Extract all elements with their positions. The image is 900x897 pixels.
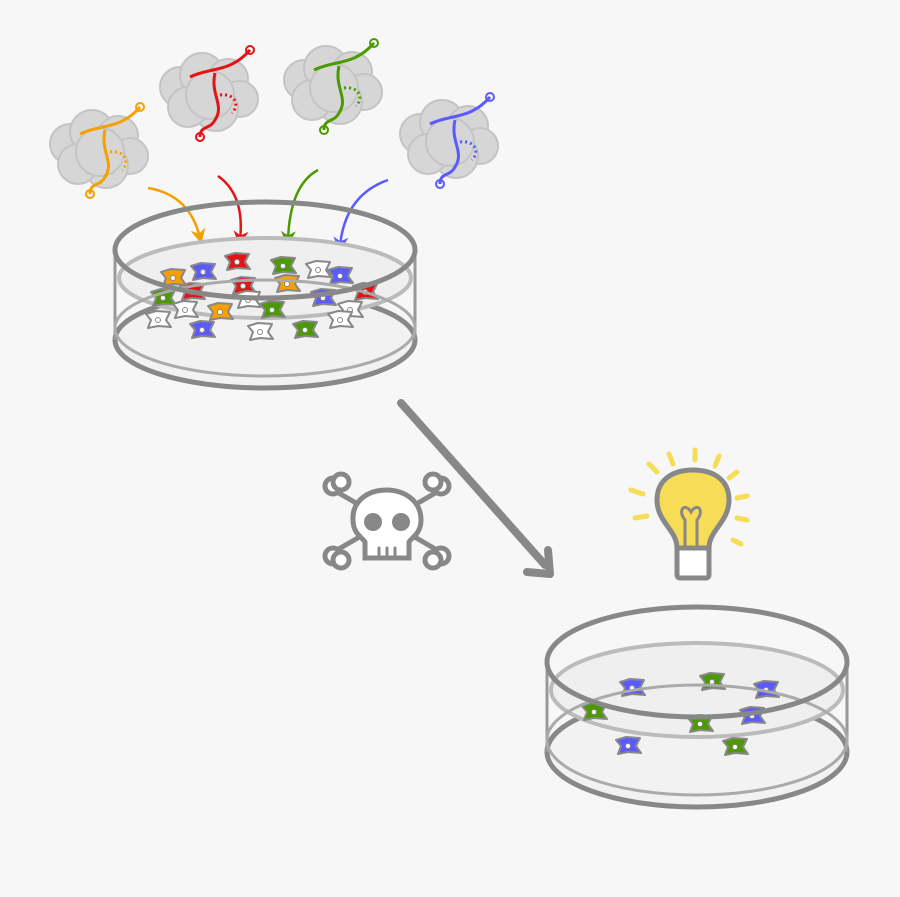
cell: [259, 300, 286, 319]
red-virus-icon: [159, 45, 259, 142]
infection-arrows: [147, 168, 389, 252]
rna-loop: [109, 150, 128, 172]
dead-cell: [145, 310, 172, 329]
orange-virus-icon: [49, 102, 149, 199]
rna-strand: [189, 49, 252, 79]
dish-medium: [549, 641, 845, 739]
rna-strand: [322, 65, 345, 131]
rna-loop: [219, 93, 238, 115]
green-virus-icon: [283, 38, 383, 135]
dead-cell: [172, 300, 199, 319]
dish-rim: [545, 683, 849, 797]
rna-strand: [313, 42, 376, 72]
green-arrow: [280, 168, 319, 246]
orange-arrow: [147, 186, 206, 244]
dish-rim: [113, 278, 417, 378]
rna-loop: [459, 140, 478, 162]
blue-virus-icon: [399, 92, 499, 189]
cell: [189, 320, 216, 339]
petri-dish-before: [112, 199, 418, 391]
rna-strand: [429, 96, 492, 126]
lightbulb-icon: [628, 447, 750, 581]
dish-lid: [544, 604, 850, 720]
rna-strand: [438, 119, 461, 185]
virus-clouds: [49, 38, 499, 199]
cell: [224, 252, 251, 271]
selection-arrow: [397, 399, 554, 578]
rna-strand: [198, 72, 221, 138]
dead-cell: [327, 310, 354, 329]
cell: [190, 262, 217, 281]
red-arrow: [217, 174, 249, 246]
rna-strand: [79, 106, 142, 136]
dead-cell: [305, 260, 332, 279]
light-rays: [628, 447, 750, 547]
dead-cell: [247, 322, 274, 341]
blue-arrow: [333, 178, 389, 252]
cell: [615, 736, 642, 755]
petri-dish-after: [544, 604, 850, 810]
cell: [699, 672, 726, 691]
rna-loop: [343, 86, 362, 108]
cell: [581, 702, 608, 721]
cell: [292, 320, 319, 339]
cell: [722, 737, 749, 756]
cell: [327, 266, 354, 285]
dish-lid: [112, 199, 418, 301]
cell: [274, 274, 301, 293]
skull-crossbones-icon: [322, 471, 452, 571]
cell: [207, 302, 234, 321]
cell: [270, 256, 297, 275]
rna-strand: [88, 129, 111, 195]
